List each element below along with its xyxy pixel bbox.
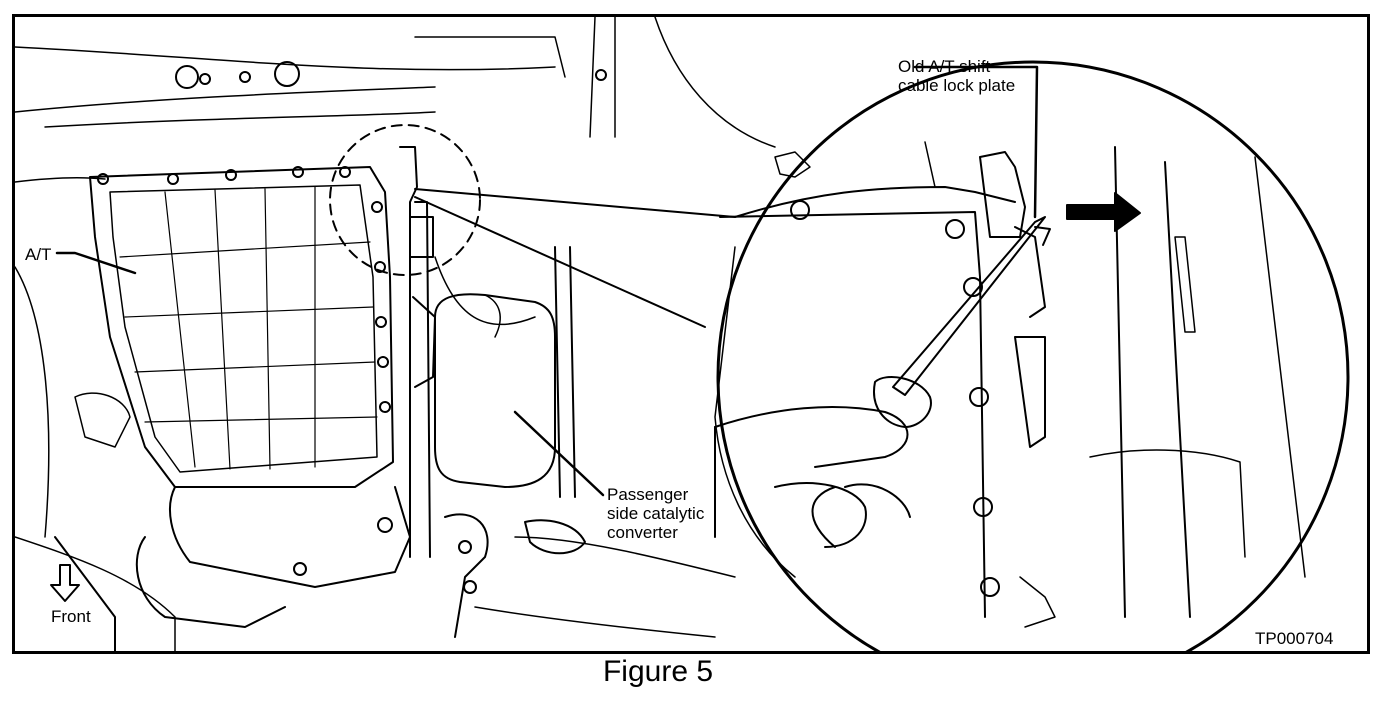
leader-lines [55,65,1039,497]
figure-frame: A/T Front Passenger side catalytic conve… [12,14,1370,654]
front-arrow-icon [50,564,80,602]
label-lock-plate: Old A/T shift cable lock plate [898,57,1016,95]
direction-arrow [1066,192,1141,232]
detail-circle [329,124,481,276]
technical-illustration [15,17,1350,651]
frame-holes [175,61,607,89]
screwdriver [873,216,1051,428]
figure-caption: Figure 5 [602,655,714,688]
figure-code: TP000704 [1255,629,1334,648]
pan-bolts [790,200,1000,597]
label-at: A/T [25,245,52,264]
label-front: Front [51,607,91,626]
zoom-projection-lines [414,188,736,328]
catalytic-converter [434,246,586,638]
transmission-extension [54,392,411,651]
label-catalytic-converter: Passenger side catalytic converter [607,485,705,542]
hand [714,406,911,548]
magnified-detail [714,60,1350,651]
shift-cable-bracket [399,146,436,558]
chassis-lines [15,17,776,651]
at-oil-pan [89,166,394,488]
